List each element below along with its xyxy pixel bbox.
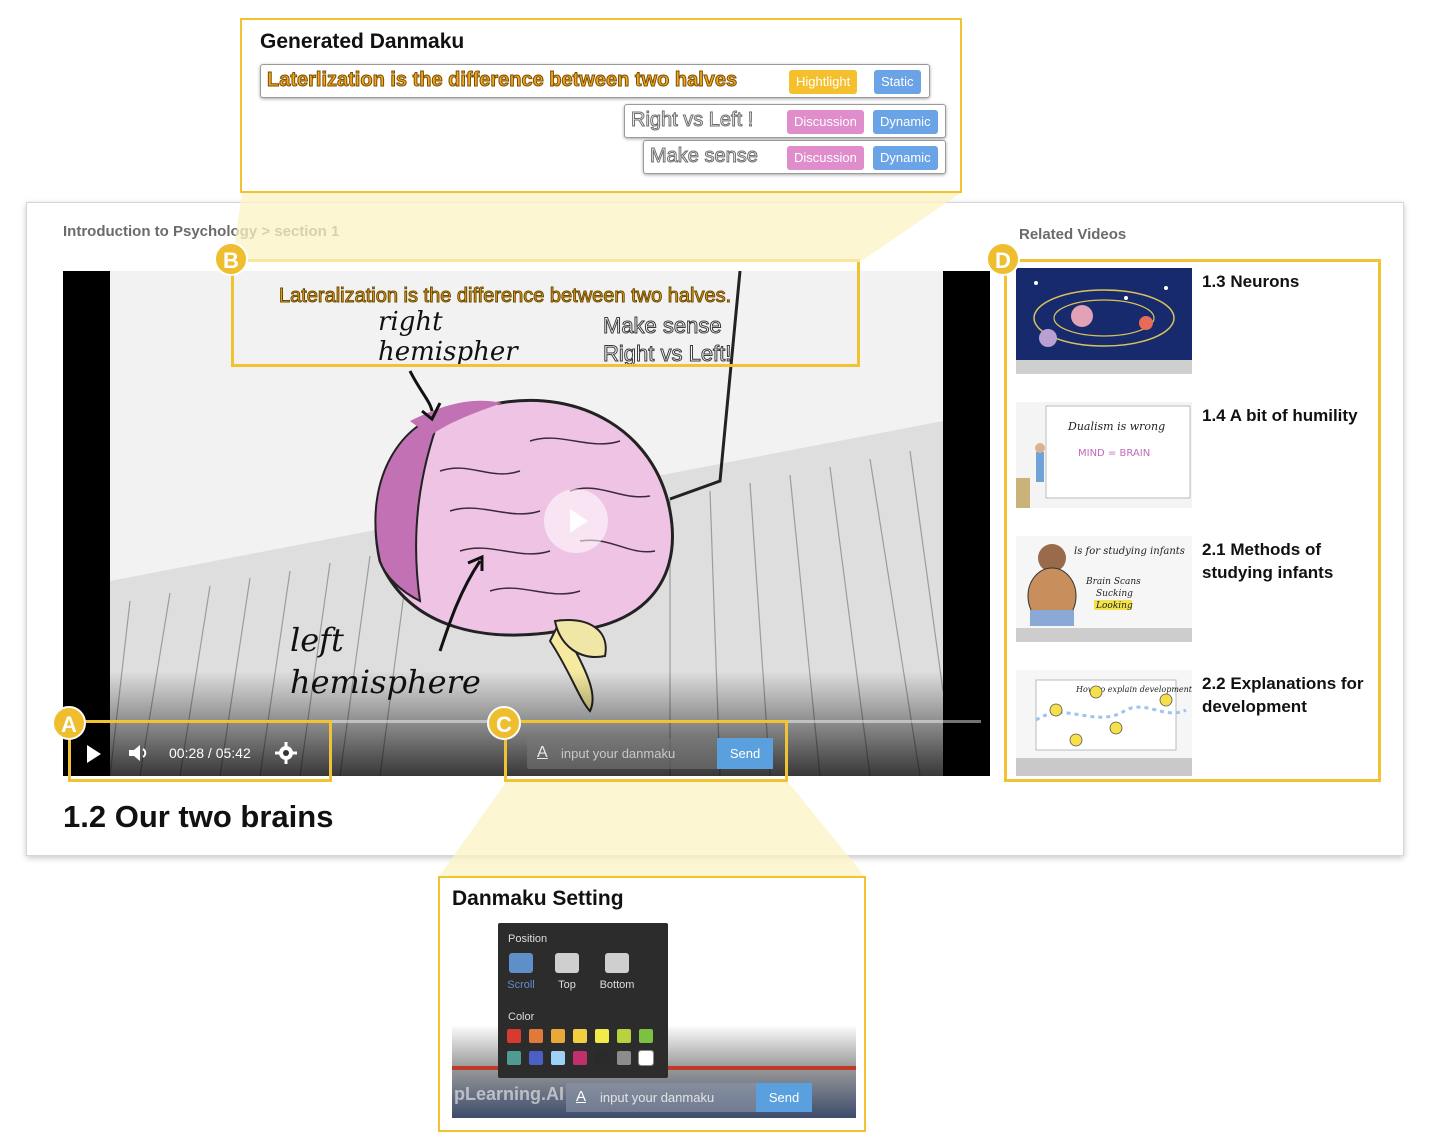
setting-brand-watermark: pLearning.AI [454,1084,565,1104]
danmaku-setting-panel: Danmaku Setting pLearning.AI A Send Posi… [438,876,866,1132]
color-swatch[interactable] [595,1029,609,1043]
danmaku-make-sense: Make sense [603,313,723,339]
color-swatch[interactable] [551,1051,565,1065]
color-swatch[interactable] [507,1051,521,1065]
related-video-item[interactable]: ls for studying infants Brain Scans Suck… [1016,536,1376,644]
play-icon[interactable] [87,745,101,763]
text-style-icon[interactable]: A [537,744,548,761]
controls-gradient [63,671,990,776]
breadcrumb[interactable]: Introduction to Psychology > section 1 [63,223,340,240]
badge-c: C [487,706,521,740]
text-style-icon[interactable]: A [576,1088,587,1105]
position-option-label: Scroll [507,979,535,991]
time-display: 00:28 / 05:42 [169,745,251,761]
position-bottom-button[interactable]: Bottom [597,953,637,991]
badge-b: B [214,242,248,276]
color-label: Color [508,1011,535,1023]
danmaku-setting-title: Danmaku Setting [452,887,624,910]
position-label: Position [508,933,548,945]
thumbnail-infants: ls for studying infants Brain Scans Suck… [1016,536,1192,642]
color-swatch[interactable] [617,1029,631,1043]
position-scroll-button[interactable]: Scroll [501,953,541,991]
badge-a: A [52,706,86,740]
danmaku-right-vs-left: Right vs Left! [602,341,732,367]
related-videos-heading: Related Videos [1019,226,1127,243]
thumbnail-board-line: How to explain development? [1075,685,1192,694]
generated-danmaku-row[interactable]: Make sense Discussion Dynamic [643,140,946,174]
related-video-title[interactable]: 2.2 Explanations for development [1202,674,1364,716]
highlight-box-controls [68,720,332,782]
thumbnail-development: How to explain development? [1016,670,1192,776]
color-swatch[interactable] [507,1029,521,1043]
generated-danmaku-title: Generated Danmaku [260,30,465,53]
color-swatch[interactable] [529,1029,543,1043]
generated-danmaku-panel: Generated Danmaku Laterlization is the d… [240,18,962,193]
scene-label-left: left [290,621,344,659]
generated-danmaku-text: Right vs Left ! [630,109,754,132]
color-swatch[interactable] [595,1051,609,1065]
color-swatch[interactable] [551,1029,565,1043]
highlight-box-danmaku-input [504,720,788,782]
setting-danmaku-input-box[interactable]: A [566,1083,756,1112]
generated-danmaku-text: Make sense [650,145,759,168]
related-video-item[interactable]: Dualism is wrong MIND = BRAIN 1.4 A bit … [1016,402,1376,510]
thumbnail-board-line: Dualism is wrong [1067,420,1165,433]
thumbnail-board-line: MIND = BRAIN [1078,448,1150,459]
video-player[interactable]: right hemispher left hemisphere Laterali… [63,271,990,776]
gear-icon[interactable] [275,742,297,764]
tag-static: Static [874,70,921,94]
generated-danmaku-row[interactable]: Laterlization is the difference between … [260,64,930,98]
tag-discussion: Discussion [787,110,864,134]
setting-send-button[interactable]: Send [756,1083,812,1112]
related-video-item[interactable]: How to explain development? 2.2 Explanat… [1016,670,1376,778]
tag-highlight: Hightlight [789,70,858,94]
send-button[interactable]: Send [717,738,773,769]
color-swatch[interactable] [573,1051,587,1065]
setting-danmaku-input[interactable] [600,1083,750,1112]
thumbnail-board-line: Brain Scans [1085,577,1141,587]
color-swatch[interactable] [638,1050,654,1066]
color-swatch[interactable] [573,1029,587,1043]
tag-discussion: Discussion [787,146,864,170]
danmaku-input[interactable] [561,738,711,769]
tag-dynamic: Dynamic [873,146,938,170]
related-video-title[interactable]: 1.3 Neurons [1202,272,1300,291]
highlight-box-related [1004,259,1381,782]
related-video-item[interactable]: 1.3 Neurons [1016,268,1376,376]
related-video-title[interactable]: 1.4 A bit of humility [1202,406,1358,425]
thumbnail-board-line: Sucking [1096,589,1133,599]
generated-danmaku-text: Laterlization is the difference between … [266,69,738,92]
position-option-label: Top [558,979,576,991]
danmaku-setting-popup: Position Scroll Top Bottom Color [498,923,668,1078]
thumbnail-board-line: ls for studying infants [1074,546,1185,557]
thumbnail-humility: Dualism is wrong MIND = BRAIN [1016,402,1192,508]
related-video-title[interactable]: 2.1 Methods of studying infants [1202,540,1334,582]
thumbnail-neurons [1016,268,1192,374]
position-top-button[interactable]: Top [547,953,587,991]
center-play-icon[interactable] [544,489,608,553]
top-position-icon [555,953,579,973]
scene-label-right-hemisphere: hemispher [378,337,518,367]
tag-dynamic: Dynamic [873,110,938,134]
bottom-position-icon [605,953,629,973]
position-option-label: Bottom [599,979,635,991]
color-swatch[interactable] [639,1029,653,1043]
badge-d: D [986,242,1020,276]
scroll-position-icon [509,953,533,973]
generated-danmaku-row[interactable]: Right vs Left ! Discussion Dynamic [624,104,946,138]
color-swatch[interactable] [529,1051,543,1065]
highlight-box-danmaku-overlay [231,259,860,367]
volume-icon[interactable] [127,743,151,763]
color-swatch[interactable] [617,1051,631,1065]
danmaku-lateralization: Lateralization is the difference between… [278,285,732,308]
thumbnail-board-line: Looking [1095,601,1133,611]
danmaku-input-box[interactable]: A [527,738,717,769]
scene-label-right: right [378,307,443,337]
video-title: 1.2 Our two brains [63,799,334,834]
